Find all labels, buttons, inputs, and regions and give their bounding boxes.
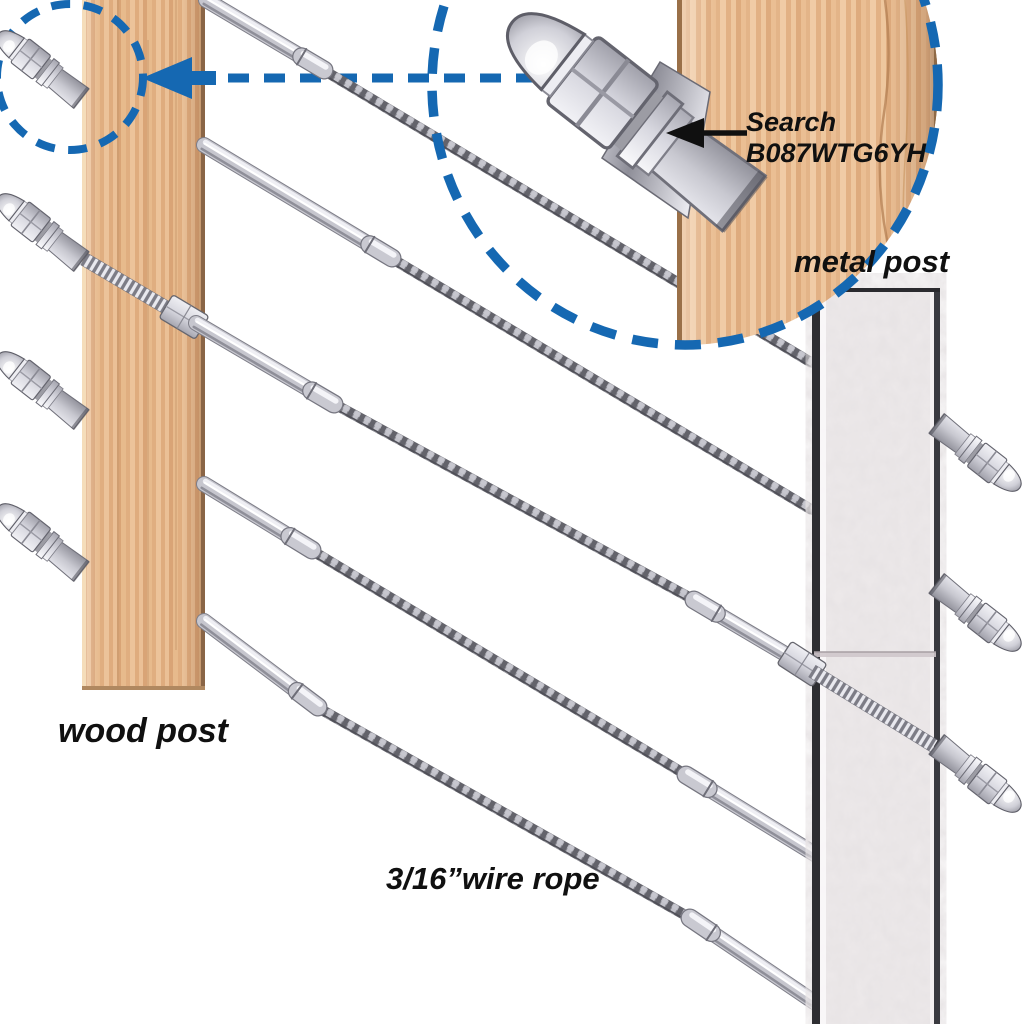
threaded-stud (808, 665, 938, 752)
terminal-rod (188, 315, 344, 414)
wire-rope-label: 3/16”wire rope (386, 861, 600, 896)
search-label-line2: B087WTG6YH (746, 138, 927, 168)
wire-rope (311, 548, 693, 781)
search-label-line1: Search (746, 107, 836, 137)
right-fittings (777, 410, 1024, 822)
terminal-rod (198, 0, 334, 80)
terminal-rod (676, 765, 826, 864)
cables (80, 0, 828, 1014)
cable (196, 613, 828, 1014)
terminal-rod (196, 476, 322, 560)
wood-post-label: wood post (58, 712, 230, 750)
cable (196, 137, 817, 515)
wire-rope (317, 705, 697, 924)
wire-rope (333, 401, 701, 606)
threaded-stud (80, 252, 176, 318)
terminal-rod (684, 590, 800, 666)
terminal-rod (680, 908, 828, 1014)
arrow-left-icon (666, 118, 704, 148)
cable (80, 252, 800, 666)
post-seam (814, 652, 936, 657)
wood-post (82, 0, 205, 690)
terminal-rod (196, 137, 402, 268)
arrow-left-icon (142, 57, 192, 99)
metal-post-label: metal post (794, 244, 951, 279)
wire-rope (391, 256, 817, 515)
metal-post (812, 288, 940, 1024)
terminal-rod (196, 613, 328, 717)
search-callout: Search B087WTG6YH (666, 107, 927, 168)
zoom-inset-circle (427, 0, 943, 350)
cable (196, 476, 826, 864)
highlight-circle (0, 0, 147, 154)
